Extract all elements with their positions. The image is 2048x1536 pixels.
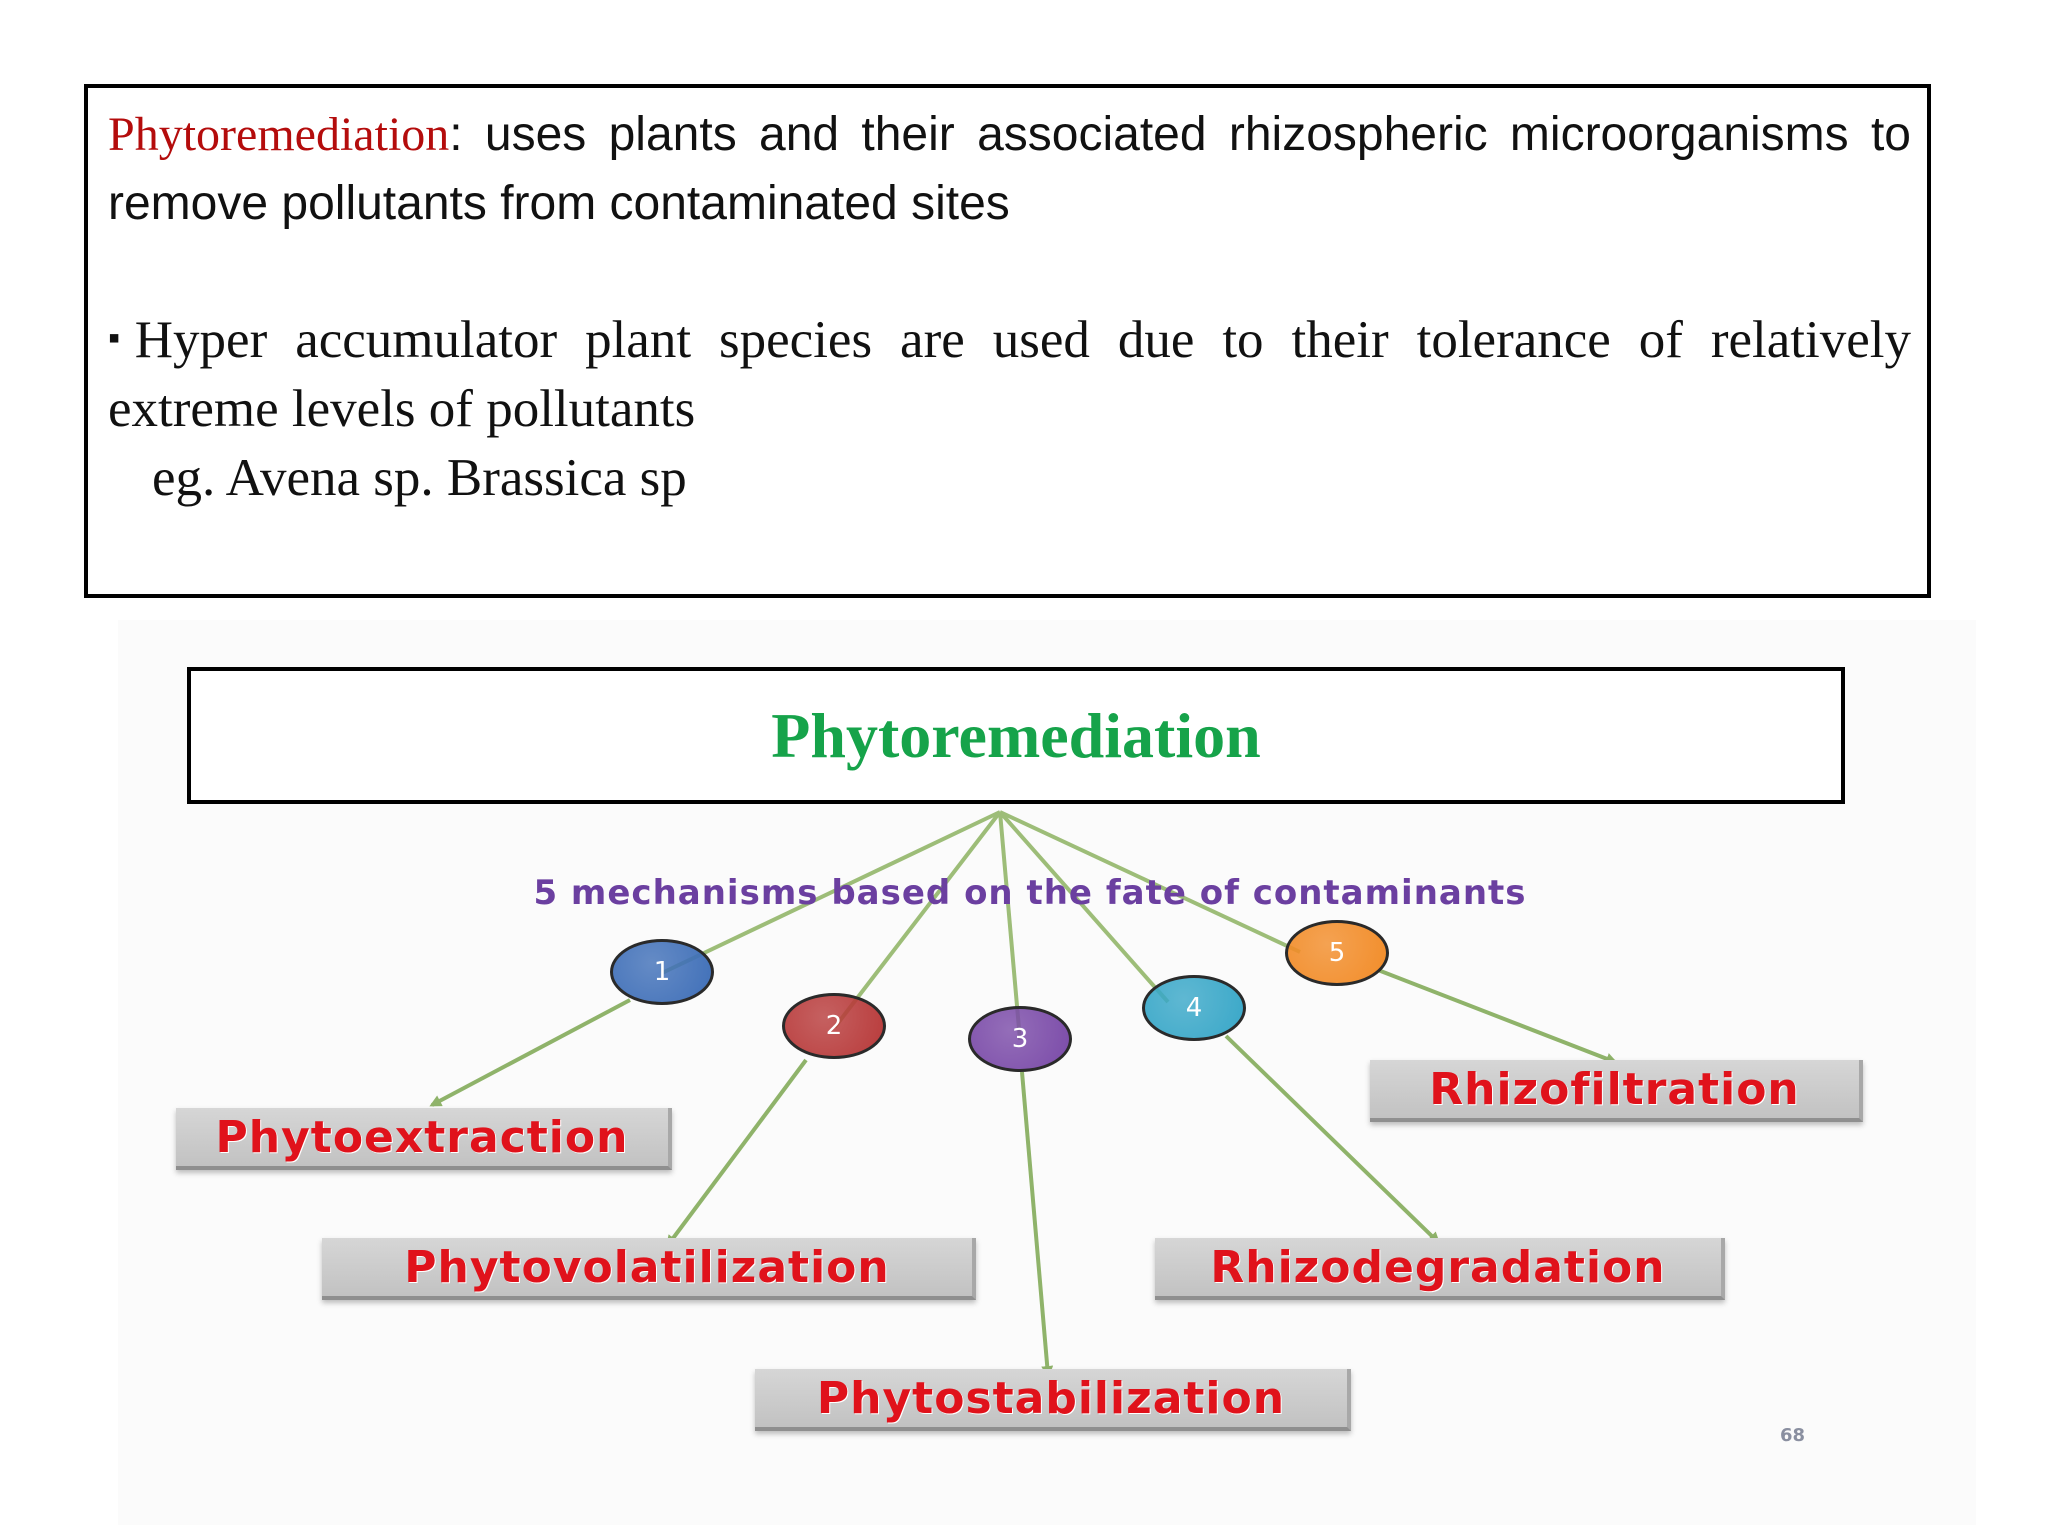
- arrow-node-3-to-phytostabilization: [1020, 1071, 1054, 1378]
- bullet-marker: ▪: [108, 320, 135, 357]
- example-text: eg. Avena sp. Brassica sp: [152, 449, 687, 507]
- diagram-title-box: Phytoremediation: [187, 667, 1845, 804]
- definition-paragraph: Phytoremediation: uses plants and their …: [108, 100, 1911, 238]
- arrow-node-2-to-phytovolatilization: [666, 1058, 808, 1248]
- bullet-paragraph: ▪Hyper accumulator plant species are use…: [108, 304, 1911, 444]
- bullet-text: Hyper accumulator plant species are used…: [108, 311, 1911, 438]
- definition-term: Phytoremediation: [108, 108, 450, 161]
- mechanism-node-1: 1: [610, 939, 714, 1005]
- arrow-node-5-to-rhizofiltration: [1377, 968, 1618, 1065]
- mechanism-node-5: 5: [1285, 920, 1389, 986]
- connector-hub-to-node-1: [661, 810, 1001, 975]
- connector-hub-to-node-2: [833, 810, 1002, 1029]
- diagram-title: Phytoremediation: [771, 699, 1261, 771]
- node-number: 3: [1011, 1024, 1029, 1054]
- label-phytovolatilization: Phytovolatilization: [322, 1238, 976, 1300]
- node-number: 2: [825, 1011, 843, 1041]
- definition-text: : uses plants and their associated rhizo…: [108, 108, 1911, 230]
- arrow-node-1-to-phytoextraction: [429, 998, 631, 1107]
- connector-hub-to-node-5: [999, 810, 1301, 954]
- diagram-subtitle: 5 mechanisms based on the fate of contam…: [533, 873, 1527, 913]
- label-phytoextraction: Phytoextraction: [176, 1108, 672, 1170]
- connector-hub-to-node-4: [998, 810, 1170, 1004]
- node-number: 5: [1328, 938, 1346, 968]
- mechanism-node-3: 3: [968, 1006, 1072, 1072]
- page-number: 68: [1780, 1425, 1806, 1446]
- label-rhizodegradation: Rhizodegradation: [1155, 1238, 1725, 1300]
- definition-box: Phytoremediation: uses plants and their …: [84, 84, 1931, 598]
- mechanism-node-4: 4: [1142, 975, 1246, 1041]
- node-number: 1: [653, 957, 671, 987]
- connector-hub-to-node-3: [998, 811, 1022, 1041]
- node-number: 4: [1185, 993, 1203, 1023]
- label-phytostabilization: Phytostabilization: [755, 1369, 1351, 1431]
- label-rhizofiltration: Rhizofiltration: [1370, 1060, 1863, 1122]
- mechanism-node-2: 2: [782, 993, 886, 1059]
- arrow-node-4-to-rhizodegradation: [1224, 1034, 1441, 1245]
